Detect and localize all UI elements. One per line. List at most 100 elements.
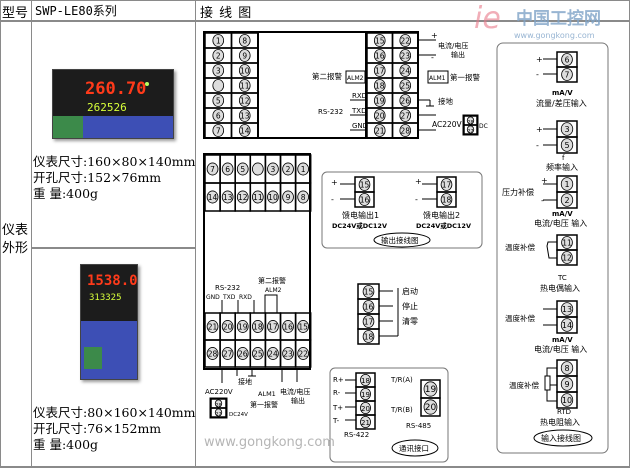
terminal: 26 [234, 339, 252, 368]
meter-photo-horizontal: 260.70 262526 [52, 69, 174, 139]
terminal-number: 1 [216, 37, 221, 46]
terminal: 2 [279, 154, 297, 184]
main-display: 260.70 [85, 79, 147, 99]
terminal-number: 20 [375, 112, 385, 121]
terminal: 11 [230, 77, 259, 94]
terminal: 13 [230, 107, 259, 124]
terminal: 16 [279, 312, 297, 341]
terminal-number: 2 [286, 165, 291, 174]
cv-input-label: 电流/电压 输入 [534, 344, 587, 354]
plus-label: + [541, 176, 548, 185]
terminal: 1 [556, 175, 578, 193]
weight-spec: 重 量:400g [33, 186, 99, 201]
terminal: 18 [357, 328, 380, 345]
f-label: f [562, 154, 565, 162]
terminal: 7 [556, 66, 578, 83]
plus-label: + [536, 125, 543, 134]
r-minus-label: R- [333, 389, 341, 397]
green-key [84, 347, 102, 369]
terminal-number: 25 [400, 82, 410, 91]
terminal: 16 [366, 47, 394, 64]
terminal: 27 [391, 107, 419, 124]
terminal: 21 [355, 414, 376, 430]
terminal-number: 19 [238, 323, 248, 332]
ma-v-label: mA/V [552, 210, 573, 218]
terminal: 17 [357, 313, 380, 330]
terminal-number: 11 [253, 193, 263, 202]
input-diagram-title: 输入接线图 [541, 433, 581, 443]
rs232-label: RS-232 [215, 284, 240, 292]
terminal-number: 27 [400, 112, 410, 121]
terminal-number: 26 [400, 97, 410, 106]
tc-input-label: 热电偶输入 [540, 283, 580, 293]
meter-photo-vertical: 1538.0 313325 [80, 264, 138, 380]
terminal-number: 2 [564, 196, 569, 205]
cv-input-label: 电流/电压 输入 [534, 218, 587, 228]
terminal-number: 18 [375, 82, 385, 91]
terminal: 24 [391, 62, 419, 79]
terminal-number: 20 [361, 405, 370, 413]
gnd-label: GND [352, 122, 368, 130]
header-wiring: 接 线 图 [200, 6, 253, 21]
terminal-number: 10 [562, 396, 572, 405]
terminal-number: 3 [271, 165, 276, 174]
terminal: 25 [249, 339, 267, 368]
header-model: 型号 [2, 6, 29, 21]
stop-label: 停止 [402, 301, 418, 311]
terminal-number: 17 [375, 67, 385, 76]
divider [0, 0, 630, 1]
terminal [249, 154, 267, 184]
terminal: 17 [366, 62, 394, 79]
dc-label: DC [479, 123, 488, 130]
terminal-number: 1 [564, 180, 569, 189]
terminal-number: 21 [208, 323, 218, 332]
minus-label: - [415, 195, 418, 204]
terminal-number: 17 [268, 323, 278, 332]
terminal: 2 [556, 191, 578, 209]
terminal-number: 16 [360, 196, 370, 205]
terminal: 21 [366, 122, 394, 139]
terminal: 7 [204, 122, 233, 139]
terminal-number: 5 [240, 165, 245, 174]
terminal: 22 [391, 32, 419, 49]
terminal-number: 28 [216, 403, 222, 409]
terminal-number: 18 [364, 333, 374, 342]
ground-label: 接地 [238, 377, 252, 386]
terminal: 11 [249, 182, 267, 212]
terminal-number: 9 [242, 52, 247, 61]
terminal-number: 15 [364, 288, 374, 297]
feed-output-2-label: 馈电输出2 [423, 210, 460, 220]
terminal-number: 7 [216, 127, 221, 136]
terminal: 15 [294, 312, 312, 341]
ground-label: 接地 [438, 96, 453, 106]
terminal-number: 9 [564, 380, 569, 389]
pressure-comp-label: 压力补偿 [502, 187, 534, 197]
terminal: 1 [294, 154, 312, 184]
tc-label: TC [557, 274, 567, 282]
plus-label: + [331, 178, 338, 187]
ac220v-label: AC220V [205, 388, 233, 396]
terminal: 19 [355, 386, 376, 402]
comm-interface-box [329, 367, 449, 463]
wiring-diagram: ie 中国工控网 www.gongkong.com + - 电流/电压 输出 第… [203, 1, 609, 463]
rxd-label: RXD [239, 294, 252, 301]
terminal: 26 [391, 92, 419, 109]
terminal: 28 [204, 339, 221, 368]
terminal-number: 27 [223, 350, 233, 359]
logo-mark: ie [474, 1, 501, 36]
terminal: 6 [556, 51, 578, 68]
terminal-number: 14 [240, 127, 250, 136]
terminal-number: 11 [240, 82, 250, 91]
terminal: 6 [219, 154, 236, 184]
feed-output-1-label: 馈电输出1 [342, 210, 379, 220]
terminal-number: 10 [240, 67, 250, 76]
temp-comp-label: 温度补偿 [505, 242, 535, 252]
t-minus-label: T- [332, 417, 340, 425]
terminal: 15 [354, 176, 375, 193]
terminal-group: 1235678910111213141516171819202122232425… [204, 32, 578, 430]
terminal: 16 [357, 298, 380, 315]
plus-label: + [431, 31, 438, 40]
logo-url: www.gongkong.com [514, 31, 595, 40]
alm2-label: ALM2 [265, 287, 282, 294]
terminal-number: 6 [216, 112, 221, 121]
